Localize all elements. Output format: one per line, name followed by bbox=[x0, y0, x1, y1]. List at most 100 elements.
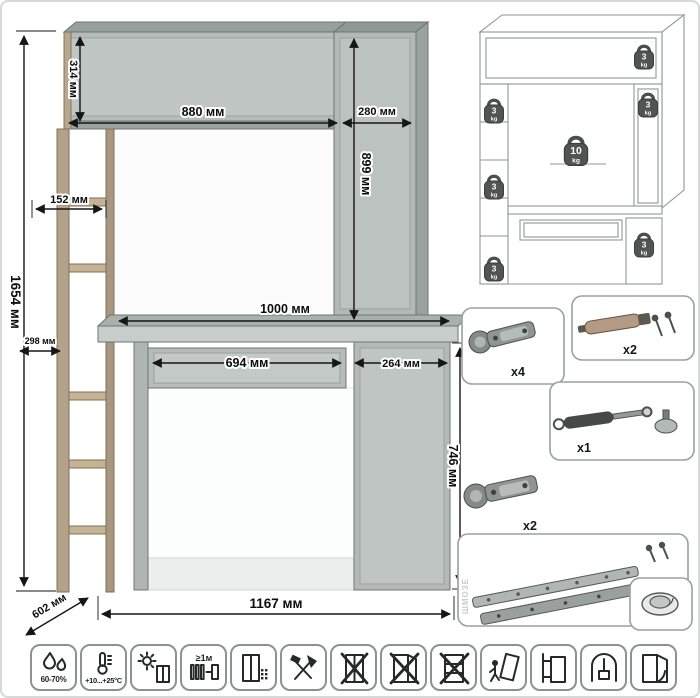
dim-hutch-height: 314 мм bbox=[65, 36, 85, 122]
svg-text:kg: kg bbox=[572, 157, 580, 164]
distance-value: ≥1м bbox=[195, 653, 212, 663]
no-drawers-icon bbox=[439, 652, 469, 684]
dim-opening-height: 899 мм bbox=[349, 38, 375, 320]
desktop bbox=[96, 314, 472, 343]
sun-icon bbox=[137, 651, 170, 683]
dim-label-opening-height: 899 мм bbox=[359, 153, 373, 196]
svg-text:10: 10 bbox=[570, 146, 582, 157]
dim-label-total-width: 1167 мм bbox=[249, 596, 302, 611]
svg-text:kg: kg bbox=[645, 111, 651, 117]
dim-desktop-width: 1000 мм bbox=[118, 300, 450, 326]
hinge-icon bbox=[468, 321, 536, 354]
weight-limit-3kg: 3 kg bbox=[634, 44, 654, 70]
svg-text:3: 3 bbox=[642, 240, 647, 250]
care-no-open-door-load bbox=[380, 644, 427, 691]
no-open-door-icon bbox=[389, 652, 419, 684]
dim-top-right-width: 280 мм bbox=[342, 104, 412, 128]
hardware-damper-item: x2 bbox=[571, 295, 695, 361]
dim-label-desktop-width: 1000 мм bbox=[260, 302, 310, 316]
care-no-sunlight bbox=[130, 644, 177, 691]
hinge-qty: x4 bbox=[511, 365, 525, 379]
dim-label-drawer-width: 694 мм bbox=[226, 356, 269, 370]
dim-label-top-right-width: 280 мм bbox=[358, 106, 396, 118]
end-fitting-icon bbox=[654, 409, 678, 434]
weight-limit-3kg: 3 kg bbox=[484, 98, 504, 124]
svg-text:kg: kg bbox=[491, 117, 497, 123]
humidity-value: 60-70% bbox=[40, 675, 67, 684]
svg-text:3: 3 bbox=[642, 52, 647, 62]
svg-text:3: 3 bbox=[492, 182, 497, 192]
hardware-grommet-item bbox=[629, 577, 693, 631]
dim-pedestal-width: 264 мм bbox=[354, 356, 448, 372]
dim-hutch-width: 880 мм bbox=[68, 103, 338, 128]
dim-label-hutch-width: 880 мм bbox=[182, 105, 225, 119]
care-no-drawer-load bbox=[430, 644, 477, 691]
hutch-cabinet bbox=[63, 31, 343, 130]
weight-limit-3kg: 3 kg bbox=[638, 92, 658, 118]
drawer-front bbox=[147, 347, 347, 389]
care-door-usage bbox=[630, 644, 677, 691]
care-humidity: 60-70% bbox=[30, 644, 77, 691]
hardware-gas-lift-item: x1 bbox=[549, 381, 695, 461]
care-wall-anchor bbox=[530, 644, 577, 691]
tip-over-icon bbox=[488, 652, 520, 682]
weight-limit-3kg: 3 kg bbox=[484, 174, 504, 200]
door-usage-icon bbox=[641, 653, 668, 683]
svg-text:kg: kg bbox=[641, 251, 647, 257]
upper-right-cabinet bbox=[333, 20, 429, 328]
svg-text:kg: kg bbox=[641, 63, 647, 69]
gas-lift-icon bbox=[552, 406, 653, 431]
svg-text:3: 3 bbox=[492, 106, 497, 116]
dim-total-height: 1654 мм bbox=[6, 30, 56, 592]
dim-shelf-depth: 152 мм bbox=[31, 192, 107, 218]
dim-label-left-depth: 298 мм bbox=[25, 336, 56, 346]
hardware-hinge-item-2: x2 bbox=[463, 475, 538, 533]
temperature-value: +10...+25°C bbox=[85, 675, 122, 685]
damper-qty: x2 bbox=[623, 343, 637, 357]
dim-drawer-width: 694 мм bbox=[152, 354, 342, 372]
screws-icon bbox=[645, 541, 669, 563]
dim-label-shelf-depth: 152 мм bbox=[50, 194, 88, 206]
care-tip-over-hazard bbox=[480, 644, 527, 691]
desk-drawing bbox=[56, 20, 472, 593]
dimension-diagram: 1654 мм 314 мм 880 мм 280 мм 899 мм 152 … bbox=[6, 13, 695, 636]
dim-label-desk-height: 746 мм bbox=[446, 445, 460, 488]
hinge-2-qty: x2 bbox=[523, 519, 537, 533]
watermark: ШМОЗЕ bbox=[461, 578, 470, 614]
water-drops-icon bbox=[42, 652, 66, 671]
ventilation-grid-icon bbox=[241, 653, 267, 682]
dim-label-hutch-height: 314 мм bbox=[67, 60, 79, 98]
care-ventilation bbox=[230, 644, 277, 691]
pedestal-cabinet bbox=[353, 341, 451, 591]
no-load-doors-icon bbox=[340, 652, 368, 684]
drawer-slide-icon bbox=[472, 565, 639, 608]
dim-label-total-height: 1654 мм bbox=[8, 275, 23, 329]
wall-anchor-icon bbox=[541, 652, 566, 683]
water-source-icon bbox=[590, 652, 617, 682]
care-no-overload bbox=[330, 644, 377, 691]
dim-label-depth: 602 мм bbox=[30, 592, 68, 622]
hardware-hinge-item: x4 bbox=[461, 307, 565, 385]
screws-icon bbox=[651, 311, 676, 337]
svg-text:3: 3 bbox=[492, 264, 497, 274]
damper-icon bbox=[577, 312, 651, 335]
care-no-moisture-source bbox=[580, 644, 627, 691]
care-icons-strip: 60-70% +10...+25°C ≥1м bbox=[30, 644, 677, 691]
load-diagram: 3 kg 3 kg 3 kg 10 kg 3 kg bbox=[478, 13, 686, 285]
care-no-impact bbox=[280, 644, 327, 691]
gas-lift-qty: x1 bbox=[577, 441, 591, 455]
thermometer-icon bbox=[96, 651, 112, 675]
weight-limit-10kg: 10 kg bbox=[563, 135, 589, 167]
dim-label-pedestal-width: 264 мм bbox=[382, 358, 420, 370]
care-temperature: +10...+25°C bbox=[80, 644, 127, 691]
weight-limit-3kg: 3 kg bbox=[484, 256, 504, 282]
radiator-distance-icon: ≥1м bbox=[189, 653, 219, 680]
dim-left-depth: 298 мм bbox=[19, 334, 61, 356]
cable-grommet-icon bbox=[641, 592, 679, 616]
dim-total-width: 1167 мм bbox=[97, 594, 455, 620]
weight-limit-3kg: 3 kg bbox=[634, 232, 654, 258]
care-heat-distance: ≥1м bbox=[180, 644, 227, 691]
svg-text:3: 3 bbox=[646, 100, 651, 110]
svg-text:kg: kg bbox=[491, 275, 497, 281]
